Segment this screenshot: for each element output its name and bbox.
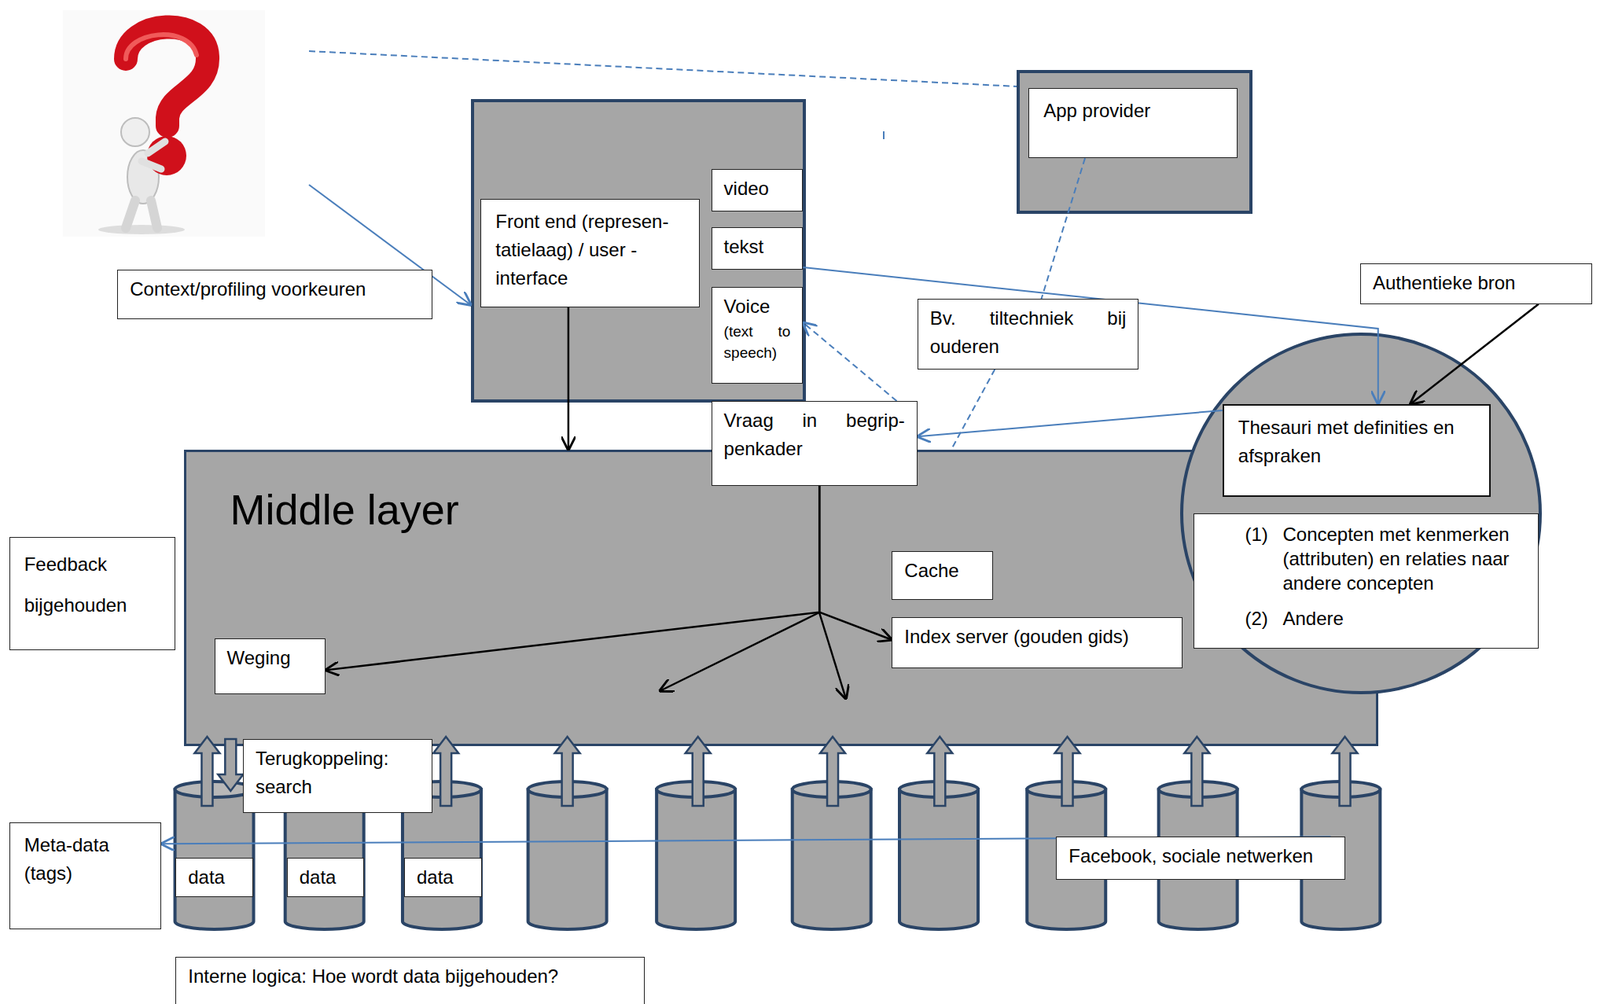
cylinder-body [792,789,872,930]
box-label: Authentieke bron [1372,268,1580,298]
up-block-arrow [194,736,220,806]
text-box: Feedback bijgehouden [9,537,177,651]
box-label: Bv. tiltechniek bij ouderen [930,304,1127,361]
connector [325,485,820,671]
text-box: Thesauri met definities en afspraken [1222,404,1491,497]
box-label: Feedback bijgehouden [24,544,162,628]
text-box: (1)Concepten met kenmerken (attributen) … [1193,513,1539,650]
connector [802,322,897,401]
box-label: Front end (represen- tatielaag) / user -… [495,207,685,293]
text-box: Voice(text to speech) [711,286,804,384]
box-label: Voice [724,292,791,321]
text-box: Weging [214,638,326,694]
up-block-arrow [555,736,581,806]
connector [1410,304,1539,405]
text-box: data [175,857,254,898]
figure-arms [141,141,166,170]
down-block-arrow [217,739,243,791]
box-label: Index server (gouden gids) [904,622,1170,652]
box-label: data [416,863,470,892]
cylinder-body [528,789,607,930]
text-box: Bv. tiltechniek bij ouderen [917,298,1140,370]
question-mark-highlight [125,34,197,59]
box-label: Concepten met kenmerken (attributen) en … [1282,522,1527,607]
app-provider-panel [1018,71,1251,213]
up-block-arrow [1332,736,1358,806]
block-arrow-group [194,736,1358,806]
front-end-panel [472,100,805,401]
box-label: Vraag in begrip- penkader [724,406,905,464]
text-box: Terugkoppeling: search [242,739,433,814]
box-label: Terugkoppeling: search [255,744,420,802]
figure-ground [62,10,265,237]
connector [161,836,1331,844]
layer-title: Middle layer [230,486,460,534]
text-box: Context/profiling voorkeuren [117,269,433,320]
box-label: Context/profiling voorkeuren [129,275,420,304]
branch-arrow [659,612,820,692]
text-box: Front end (represen- tatielaag) / user -… [480,198,700,308]
cylinder-body [899,789,979,930]
box-label: video [724,174,791,203]
connector [567,307,571,451]
cylinder-body [1026,789,1106,930]
cylinder-top [175,781,254,798]
question-figure [62,10,265,237]
text-box: tekst [711,227,804,269]
question-mark [125,26,208,126]
cylinder-body [1158,789,1238,930]
box-label: Interne logica: Hoe wordt data bijgehoud… [187,962,633,991]
cylinder-body [402,789,482,930]
cylinder-body [175,789,254,930]
box-label: data [187,863,241,892]
text-box: Meta-data (tags) [9,822,162,930]
cylinder-body [285,789,365,930]
box-label: Meta-data (tags) [24,831,147,888]
box-label: tekst [724,232,791,262]
cylinder-body [656,789,736,930]
text-box: Cache [891,551,993,600]
text-box: data [404,857,482,898]
text-box: Index server (gouden gids) [891,617,1183,669]
connector [802,267,1378,405]
up-block-arrow [820,736,846,806]
box-label: Weging [227,643,313,673]
up-block-arrow [926,736,953,806]
up-block-arrow [433,736,459,806]
text-box: Vraag in begrip- penkader [711,400,918,486]
cylinder-top [285,781,365,798]
box-label: Facebook, sociale netwerken [1068,842,1332,871]
text-box: App provider [1028,88,1238,159]
figure-legs [125,200,158,229]
text-box: data [286,857,365,898]
figure-shadow [98,224,185,235]
connector [951,369,996,451]
box-label: (2) [1244,606,1283,642]
data-cylinder [175,781,254,930]
text-box: Authentieke bron [1360,263,1593,305]
branch-arrow [819,612,846,699]
cylinder-body [1301,789,1380,930]
box-label: data [299,863,353,892]
box-label: Thesauri met definities en afspraken [1238,413,1475,471]
data-cylinder [285,781,365,930]
connector [1040,158,1086,299]
text-box: video [711,169,804,211]
box-label: (text to speech) [724,320,791,365]
box-label: App provider [1043,96,1223,126]
box-label: Cache [904,556,980,585]
up-block-arrow [685,736,711,806]
box-label: Andere [1282,606,1527,642]
text-box: Facebook, sociale netwerken [1055,836,1345,880]
connector [819,485,892,640]
box-label: (1) [1244,522,1283,607]
dashed-leader [308,51,1019,87]
thesaurus-circle [1181,334,1541,693]
figure-head [121,117,150,147]
up-block-arrow [1055,736,1081,806]
tick-mark [882,131,885,140]
connector [917,410,1223,437]
up-block-arrow [1184,736,1210,806]
text-box: Interne logica: Hoe wordt data bijgehoud… [175,956,645,1004]
